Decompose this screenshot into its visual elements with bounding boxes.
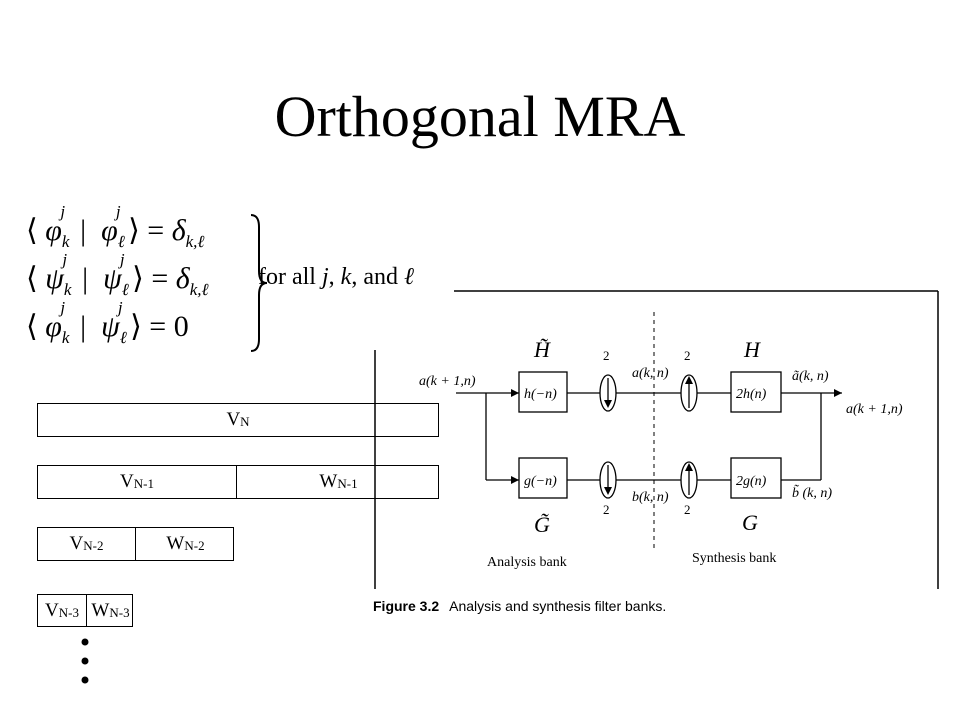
- figure-h-label: H: [743, 337, 761, 362]
- equation-zero: 0: [173, 310, 189, 343]
- synthesis-bank-label: Synthesis bank: [692, 551, 776, 566]
- vertical-ellipsis-icon: [81, 638, 89, 684]
- figure-h-filter: h(−n): [524, 387, 557, 402]
- figure-h-tilde: H̃: [533, 337, 551, 362]
- figure-factor-1: 2: [603, 348, 610, 363]
- analysis-bank-label: Analysis bank: [487, 555, 567, 570]
- figure-g-label: G: [742, 510, 758, 535]
- figure-b-tilde: b̃ (k, n): [792, 484, 832, 501]
- figure-factor-2: 2: [684, 348, 691, 363]
- figure-factor-4: 2: [684, 502, 691, 517]
- right-brace: [250, 214, 268, 352]
- condition-text: for all j, k, and ℓ: [258, 264, 414, 290]
- equation-phi-psi: ⟨ φkj | ψℓj ⟩ = 0: [26, 298, 189, 347]
- figure-output-label: a(k + 1,n): [846, 402, 903, 417]
- figure-g-filter: g(−n): [524, 474, 557, 489]
- figure-g-tilde: G̃: [534, 512, 550, 537]
- figure-a-tilde: ã(k, n): [792, 369, 829, 384]
- orthogonality-equations: ⟨ φkj | φℓj ⟩ = δk,ℓ ⟨ ψkj | ψℓj ⟩ = δk,…: [26, 202, 466, 353]
- filter-bank-figure: a(k + 1,n) a(k + 1,n) h(−n) g(−n) 2h(n) …: [374, 290, 939, 589]
- slide-title: Orthogonal MRA: [274, 84, 686, 149]
- figure-g-synth: 2g(n): [736, 474, 767, 489]
- figure-b-mid: b(k, n): [632, 490, 669, 505]
- equation-phi-phi: ⟨ φkj | φℓj ⟩ = δk,ℓ: [26, 202, 205, 251]
- equation-psi-psi: ⟨ ψkj | ψℓj ⟩ = δk,ℓ: [26, 250, 209, 299]
- figure-h-synth: 2h(n): [736, 387, 767, 402]
- figure-a-mid: a(k, n): [632, 366, 669, 381]
- figure-input-label: a(k + 1,n): [419, 374, 476, 389]
- figure-factor-3: 2: [603, 502, 610, 517]
